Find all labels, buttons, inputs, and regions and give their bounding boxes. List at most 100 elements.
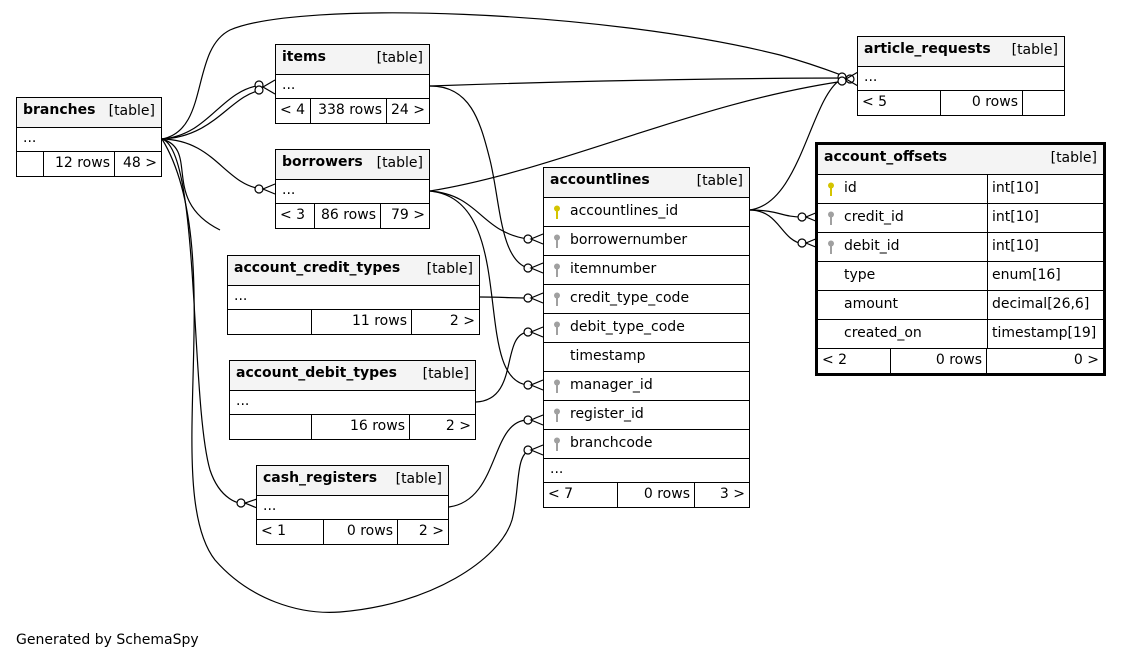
column-name: credit_type_code (570, 290, 690, 306)
table-borrowers[interactable]: borrowers[table] ... < 3 86 rows 79 > (275, 149, 430, 229)
parents-count: < 7 (544, 483, 618, 507)
column-name: id (844, 180, 857, 196)
column-name: accountlines_id (570, 203, 679, 219)
table-kind: [table] (376, 50, 423, 66)
primary-key-icon (828, 182, 834, 196)
parents-count (230, 415, 312, 439)
ellipsis-row: ... (23, 130, 37, 146)
table-account-offsets[interactable]: account_offsets [table] id int[10] credit_… (815, 142, 1106, 376)
table-cash-registers[interactable]: cash_registers [table] ... < 1 0 rows 2 > (256, 465, 449, 545)
column-type: decimal[26,6] (987, 291, 1103, 319)
ellipsis-row: ... (263, 498, 277, 514)
edge-credit-types-accountlines (479, 296, 529, 299)
parents-count (17, 152, 44, 176)
column-type: timestamp[19] (987, 320, 1103, 348)
table-branches[interactable]: branches[table] ... 12 rows 48 > (16, 97, 162, 177)
children-count: 3 > (719, 486, 745, 502)
primary-key-icon (554, 205, 560, 219)
table-name: account_offsets (824, 149, 948, 165)
ellipsis-row: ... (234, 288, 248, 304)
ellipsis-row: ... (864, 69, 878, 85)
parents-count: < 5 (858, 91, 941, 115)
column-row[interactable]: manager_id (544, 372, 749, 401)
row-count: 12 rows (44, 152, 115, 176)
foreign-key-icon (828, 240, 834, 254)
column-name: manager_id (570, 377, 653, 393)
table-name: article_requests (864, 41, 991, 57)
row-count: 338 rows (311, 99, 387, 123)
children-count: 48 > (123, 155, 157, 171)
column-name: register_id (570, 406, 644, 422)
column-row[interactable]: created_on timestamp[19] (818, 320, 1103, 349)
foreign-key-icon (554, 234, 560, 248)
column-name: timestamp (570, 348, 646, 364)
column-type: int[10] (987, 175, 1103, 203)
edge-branches-article_requests (161, 12, 853, 140)
parents-count (228, 310, 312, 334)
row-count: 0 rows (941, 91, 1023, 115)
edge-branches-accountlines-manager (161, 138, 221, 231)
table-kind: [table] (422, 366, 469, 382)
children-count: 2 > (418, 523, 444, 539)
table-article-requests[interactable]: article_requests[table] ... < 5 0 rows (857, 36, 1065, 116)
column-name: debit_id (844, 238, 900, 254)
parents-count: < 1 (257, 520, 324, 544)
edge-cash-registers-accountlines (448, 419, 529, 508)
edge-accountlines-article_requests (748, 79, 841, 211)
edge-offsets-debit (748, 209, 804, 245)
column-name: credit_id (844, 209, 904, 225)
table-kind: [table] (696, 173, 743, 189)
table-account-credit-types[interactable]: account_credit_types[table] ... 11 rows … (227, 255, 480, 335)
children-count: 24 > (391, 102, 425, 118)
table-name: branches (23, 102, 96, 118)
table-name: cash_registers (263, 470, 378, 486)
column-row[interactable]: timestamp (544, 343, 749, 372)
edge-borrowers-article_requests (429, 79, 853, 192)
table-kind: [table] (426, 261, 473, 277)
foreign-key-icon (554, 292, 560, 306)
column-row[interactable]: branchcode (544, 430, 749, 459)
table-name: account_debit_types (236, 365, 397, 381)
edge-items-article_requests (429, 77, 853, 87)
column-row[interactable]: itemnumber (544, 256, 749, 285)
column-row[interactable]: debit_type_code (544, 314, 749, 343)
column-row[interactable]: accountlines_id (544, 198, 749, 227)
parents-count: < 4 (276, 99, 311, 123)
table-kind: [table] (1050, 150, 1097, 166)
foreign-key-icon (554, 321, 560, 335)
column-row[interactable]: register_id (544, 401, 749, 430)
table-account-debit-types[interactable]: account_debit_types[table] ... 16 rows 2… (229, 360, 476, 440)
column-name: created_on (844, 325, 922, 341)
ellipsis-row: ... (282, 77, 296, 93)
column-name: branchcode (570, 435, 653, 451)
column-row[interactable]: credit_id int[10] (818, 204, 1103, 233)
column-row[interactable]: credit_type_code (544, 285, 749, 314)
table-items[interactable]: items[table] ... < 4 338 rows 24 > (275, 44, 430, 124)
column-type: int[10] (987, 204, 1103, 232)
foreign-key-icon (554, 379, 560, 393)
foreign-key-icon (828, 211, 834, 225)
row-count: 0 rows (618, 483, 695, 507)
edge-borrowers-accountlines-manager (429, 190, 529, 386)
edge-items-accountlines (429, 85, 529, 269)
row-count: 0 rows (324, 520, 398, 544)
foreign-key-icon (554, 437, 560, 451)
table-accountlines[interactable]: accountlines [table] accountlines_id borr… (543, 167, 750, 508)
row-count: 16 rows (312, 415, 410, 439)
column-name: type (844, 267, 876, 283)
table-name: borrowers (282, 154, 363, 170)
ellipsis-row: ... (550, 461, 564, 477)
edge-branches-accountlines (161, 138, 531, 613)
column-row[interactable]: id int[10] (818, 175, 1103, 204)
table-kind: [table] (376, 155, 423, 171)
table-name: accountlines (550, 172, 650, 188)
children-count (1023, 91, 1064, 115)
ellipsis-row: ... (282, 182, 296, 198)
column-row[interactable]: borrowernumber (544, 227, 749, 256)
table-kind: [table] (395, 471, 442, 487)
parents-count: < 2 (818, 349, 891, 373)
